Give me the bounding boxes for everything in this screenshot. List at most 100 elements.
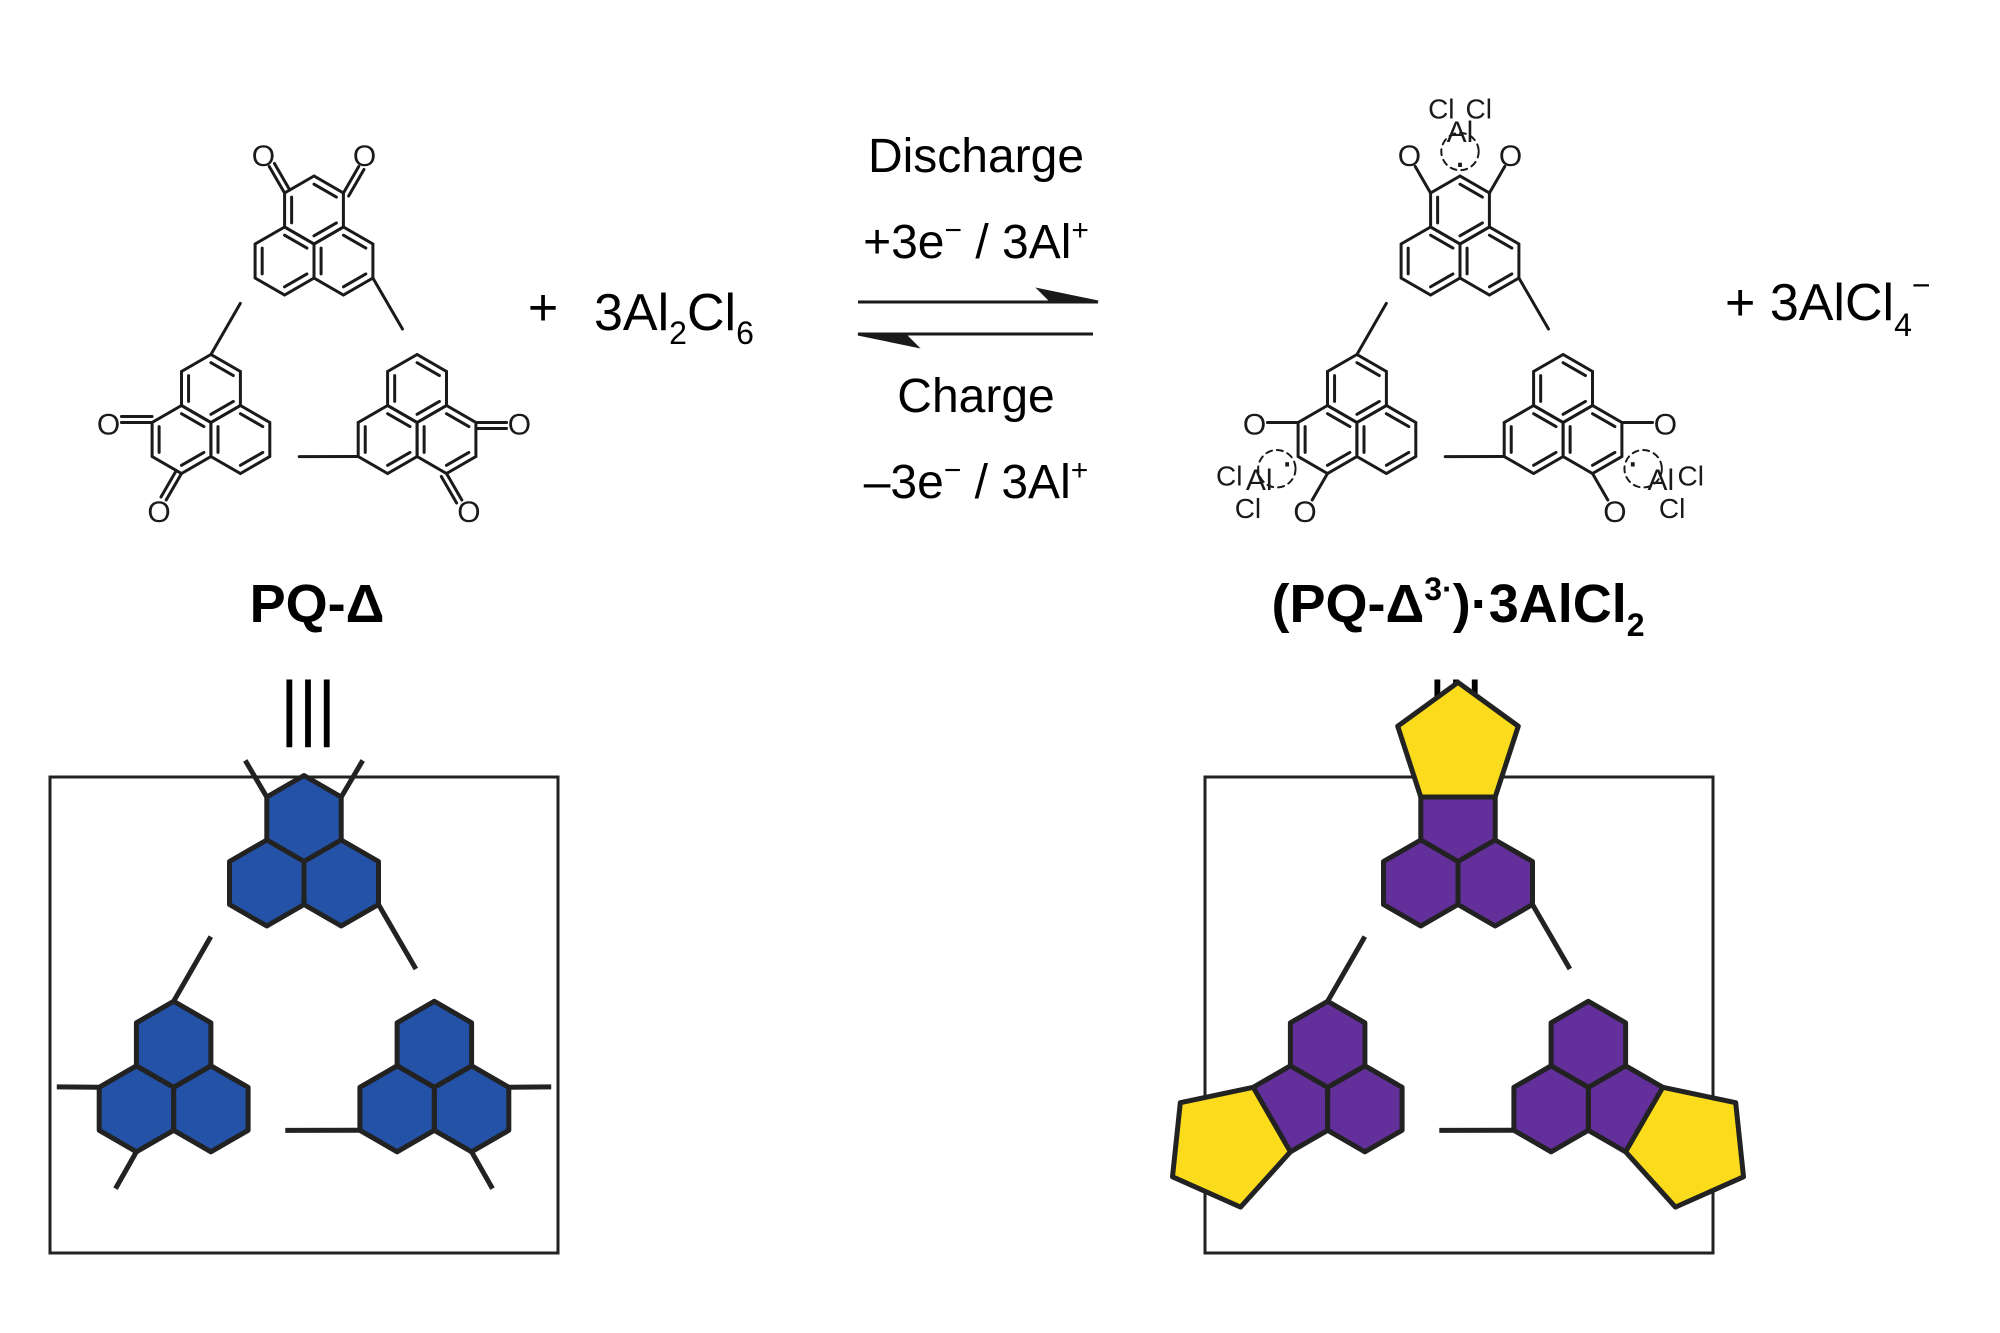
carbonyl-double-bond	[272, 161, 292, 192]
chlorine-atom-label: Cl	[1678, 461, 1704, 492]
discharge-electrons: +3e− / 3Al+	[863, 214, 1089, 269]
aluminum-chelate-pentagon	[1395, 679, 1521, 800]
equivalence-symbol-left: |||	[280, 668, 336, 748]
double-bond	[386, 412, 412, 429]
double-bond	[415, 399, 441, 416]
ring-bonds	[356, 403, 419, 476]
oxygen-atom-label: O	[252, 140, 275, 173]
delocalized-chelate-ring	[1623, 449, 1663, 489]
reactant-hexagon-cartoon	[56, 759, 552, 1190]
carbonyl-bond	[164, 472, 183, 502]
forward-arrow-head	[1035, 287, 1099, 304]
double-bond	[209, 361, 235, 378]
double-bond	[1591, 412, 1617, 429]
double-bond	[179, 412, 206, 429]
oxygen-atom-label: O	[353, 140, 376, 173]
carbonyl-bond	[1487, 164, 1507, 195]
ring-bonds	[253, 225, 316, 297]
double-bond	[238, 450, 265, 467]
radical-dot: ·	[1453, 140, 1466, 184]
delocalized-chelate-ring	[1440, 131, 1480, 172]
biaryl-bond	[171, 935, 213, 1003]
double-bond	[445, 450, 471, 467]
aluminum-atom-label: Al	[1647, 464, 1674, 497]
carbonyl-stub	[113, 1150, 139, 1190]
double-bond	[1429, 233, 1455, 250]
carbonyl-bond	[267, 164, 287, 195]
oxygen-atom-label: O	[1654, 408, 1677, 441]
product-structure	[1257, 131, 1663, 502]
charge-label: Charge	[897, 370, 1054, 423]
svg-text:|||: |||	[280, 668, 336, 748]
ring-bonds	[180, 352, 242, 425]
ring-bonds	[1502, 403, 1565, 476]
discharge-label: Discharge	[868, 130, 1084, 183]
product-hexagon-cartoon	[1170, 679, 1746, 1210]
carbonyl-bond	[341, 164, 361, 195]
benzene-hexagon	[1287, 998, 1368, 1090]
oxygen-atom-label: O	[508, 408, 531, 441]
ring-bonds	[1458, 225, 1521, 297]
carbonyl-bond	[1591, 472, 1610, 502]
oxygen-atom-label: O	[1243, 408, 1266, 441]
product-label: (PQ-Δ3·)·3AlCl2	[1271, 571, 1644, 643]
double-bond	[1458, 221, 1484, 238]
double-bond	[209, 399, 235, 416]
biaryl-bond	[1517, 276, 1550, 331]
double-bond	[1532, 450, 1558, 467]
double-bond	[1591, 450, 1617, 467]
biaryl-bond	[1355, 301, 1388, 356]
double-bond	[415, 361, 441, 378]
carbonyl-bond	[1310, 472, 1329, 502]
reactant-label: PQ-Δ	[250, 574, 385, 634]
double-bond	[179, 450, 206, 467]
chlorine-atom-label: Cl	[1216, 461, 1242, 492]
oxygen-atom-label: O	[1293, 496, 1316, 529]
double-bond	[1532, 412, 1558, 429]
ring-bonds	[1399, 225, 1462, 297]
radical-dot: ·	[1626, 440, 1639, 484]
carbonyl-bond	[1413, 164, 1433, 195]
biaryl-bond	[371, 276, 404, 331]
double-bond	[1429, 272, 1455, 289]
benzene-hexagon	[1381, 837, 1461, 929]
carbonyl-stub	[469, 1150, 495, 1190]
chlorine-atom-label: Cl	[1659, 493, 1685, 524]
double-bond	[1355, 399, 1381, 416]
biaryl-bond	[376, 903, 419, 971]
biaryl-bond	[1530, 903, 1573, 971]
double-bond	[1561, 399, 1587, 416]
plus-sign-reactant: +	[528, 279, 558, 337]
double-bond	[1355, 361, 1381, 378]
benzene-hexagon	[357, 1063, 437, 1155]
aluminum-chelate-pentagon	[1170, 1084, 1293, 1210]
carbonyl-double-bond	[439, 475, 459, 505]
radical-dot: ·	[1280, 440, 1293, 484]
benzene-hexagon	[301, 837, 381, 929]
double-bond	[1384, 450, 1411, 467]
biaryl-bond	[1325, 935, 1367, 1003]
benzene-hexagon	[1455, 837, 1535, 929]
carbonyl-double-bond	[347, 167, 366, 198]
ring-bonds	[1326, 352, 1388, 425]
aluminum-chloride-reagent: 3Al2Cl6	[594, 284, 754, 351]
double-bond	[238, 412, 265, 429]
double-bond	[1487, 233, 1514, 250]
benzene-hexagon	[227, 837, 307, 929]
aluminum-atom-label: Al	[1246, 464, 1273, 497]
double-bond	[341, 272, 368, 289]
delocalized-chelate-ring	[1257, 449, 1297, 489]
oxygen-atom-label: O	[1603, 496, 1626, 529]
double-bond	[386, 450, 412, 467]
double-bond	[445, 412, 471, 429]
double-bond	[1384, 412, 1411, 429]
reverse-arrow-head	[857, 332, 921, 349]
carbonyl-stub	[339, 759, 365, 799]
ring-bonds	[312, 225, 375, 297]
double-bond	[283, 233, 309, 250]
oxygen-atom-label: O	[457, 496, 480, 529]
